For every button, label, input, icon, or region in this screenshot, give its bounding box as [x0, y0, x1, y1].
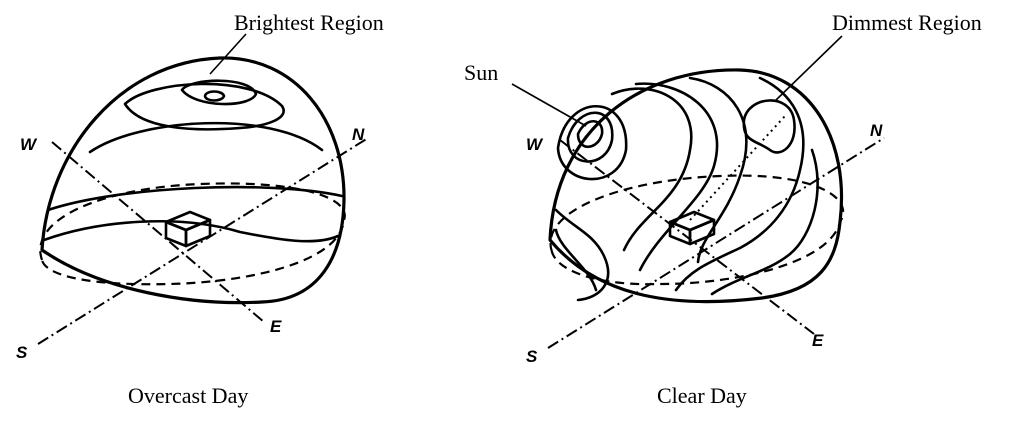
- overcast-compass-n: N: [352, 125, 365, 144]
- clear-dome-outline: [550, 70, 842, 302]
- overcast-brightest-peak: [205, 92, 224, 101]
- clear-compass-s: S: [526, 347, 538, 366]
- clear-compass-n: N: [870, 121, 883, 140]
- overcast-caption: Overcast Day: [128, 383, 248, 408]
- overcast-callout-leader: [210, 34, 246, 74]
- clear-callout-leader: [776, 36, 842, 100]
- overcast-horizon-ellipse: [40, 183, 345, 284]
- clear-zenith-line: [690, 116, 785, 220]
- brightest-region-label: Brightest Region: [234, 10, 384, 35]
- dimmest-region-label: Dimmest Region: [832, 10, 982, 35]
- overcast-dome-outline: [42, 58, 344, 303]
- overcast-contour-1: [90, 123, 322, 152]
- clear-axis-w-e: [560, 140, 814, 334]
- overcast-compass-s: S: [16, 343, 28, 362]
- overcast-observer-box-icon: [166, 212, 210, 246]
- clear-sun-leader: [512, 84, 586, 126]
- clear-contour-4: [690, 78, 746, 262]
- overcast-dome: W N S E: [16, 34, 368, 362]
- overcast-compass-w: W: [20, 135, 38, 154]
- clear-caption: Clear Day: [657, 383, 747, 408]
- clear-compass-w: W: [526, 135, 544, 154]
- clear-dome: W N S E: [512, 36, 884, 366]
- overcast-contour-2: [48, 187, 342, 210]
- clear-compass-e: E: [812, 331, 824, 350]
- clear-dimmest-loop: [744, 100, 795, 152]
- overcast-contour-3: [44, 221, 338, 241]
- sun-label: Sun: [464, 60, 498, 85]
- overcast-compass-e: E: [270, 317, 282, 336]
